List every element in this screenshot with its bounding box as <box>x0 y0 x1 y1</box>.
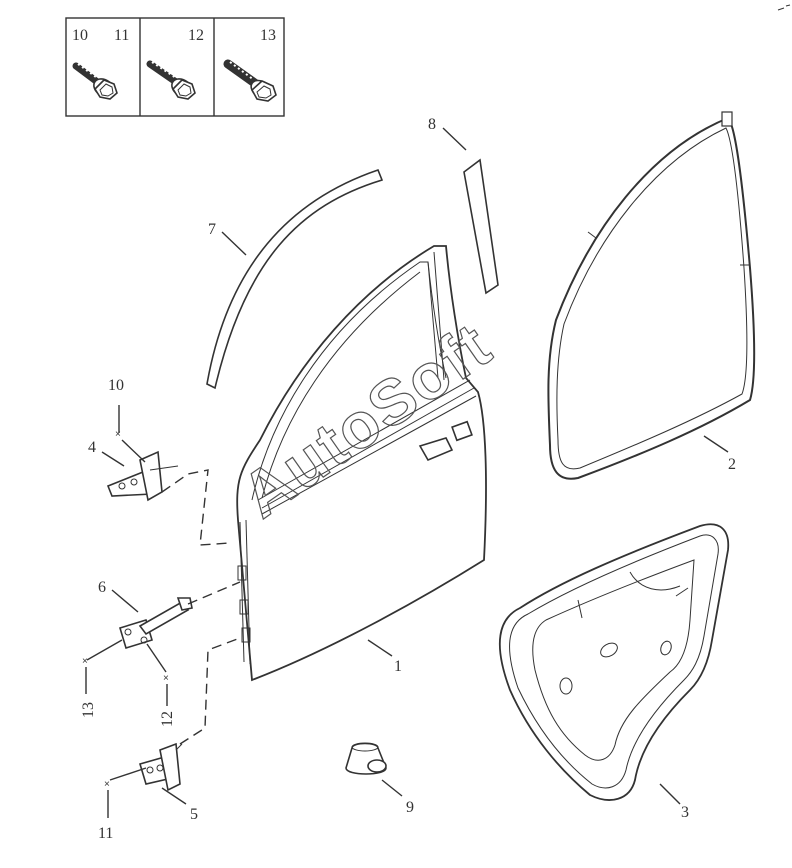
door-check-dashed-leader <box>187 581 241 605</box>
watershield-sheet-part <box>498 523 730 801</box>
callout-1: 1 <box>394 658 402 675</box>
legend-label-13: 13 <box>260 27 276 44</box>
door-shell-part <box>236 245 487 682</box>
bolt-marker-11: × <box>104 779 110 790</box>
callout-11: 11 <box>98 825 113 842</box>
callout-12: 12 <box>159 711 176 727</box>
bolt-marker-12: × <box>163 673 169 684</box>
callout-6: 6 <box>98 579 106 596</box>
callout-4: 4 <box>88 439 96 456</box>
bolt-marker-10: × <box>115 429 121 440</box>
callout-2: 2 <box>728 456 736 473</box>
bumper-stopper-part <box>345 742 387 775</box>
callout-13: 13 <box>80 702 97 718</box>
hex-flange-stud-bolt-icon <box>223 59 277 102</box>
callout-5: 5 <box>190 806 198 823</box>
callout-8: 8 <box>428 116 436 133</box>
fastener-legend: 10 11 12 13 <box>65 17 285 117</box>
hex-flange-bolt-icon <box>72 62 118 100</box>
callout-10: 10 <box>108 377 124 394</box>
lower-hinge-part <box>139 742 183 792</box>
hex-flange-bolt-icon <box>146 60 196 100</box>
upper-molding-part <box>206 168 384 390</box>
callout-7: 7 <box>208 221 216 238</box>
callout-3: 3 <box>681 804 689 821</box>
callout-9: 9 <box>406 799 414 816</box>
door-weatherstrip-part <box>547 111 756 480</box>
upper-hinge-dashed-leader <box>161 469 231 546</box>
b-pillar-garnish-part <box>463 158 499 295</box>
legend-label-11: 11 <box>114 27 129 44</box>
bolt-marker-13: × <box>82 656 88 667</box>
lower-hinge-dashed-leader <box>179 637 241 745</box>
legend-label-10: 10 <box>72 27 88 44</box>
legend-label-12: 12 <box>188 27 204 44</box>
corner-mark <box>777 4 791 11</box>
door-check-part <box>119 597 193 650</box>
